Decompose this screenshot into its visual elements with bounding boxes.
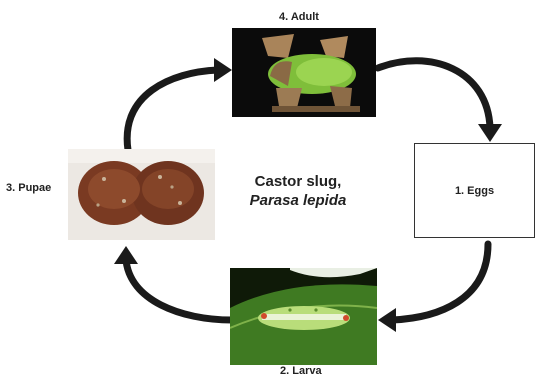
pupae-image [68,149,215,240]
arrow-eggs-to-larva [378,244,488,332]
adult-moth-image [232,28,376,117]
arrow-adult-to-eggs [378,61,502,142]
arrow-pupae-to-adult [127,58,232,150]
stage-label-adult: 4. Adult [279,11,319,23]
larva-image [230,268,377,365]
eggs-box: 1. Eggs [414,143,535,238]
stage-label-larva: 2. Larva [280,365,322,377]
species-common-name: Castor slug, [255,173,342,190]
stage-label-pupae: 3. Pupae [6,182,51,194]
pupae-photo [68,149,215,240]
arrow-larva-to-pupae [114,246,232,320]
species-title: Castor slug, Parasa lepida [232,172,364,210]
species-scientific-name: Parasa lepida [232,191,364,210]
adult-moth-photo [232,28,376,117]
stage-label-eggs: 1. Eggs [455,185,494,197]
larva-photo [230,268,377,365]
